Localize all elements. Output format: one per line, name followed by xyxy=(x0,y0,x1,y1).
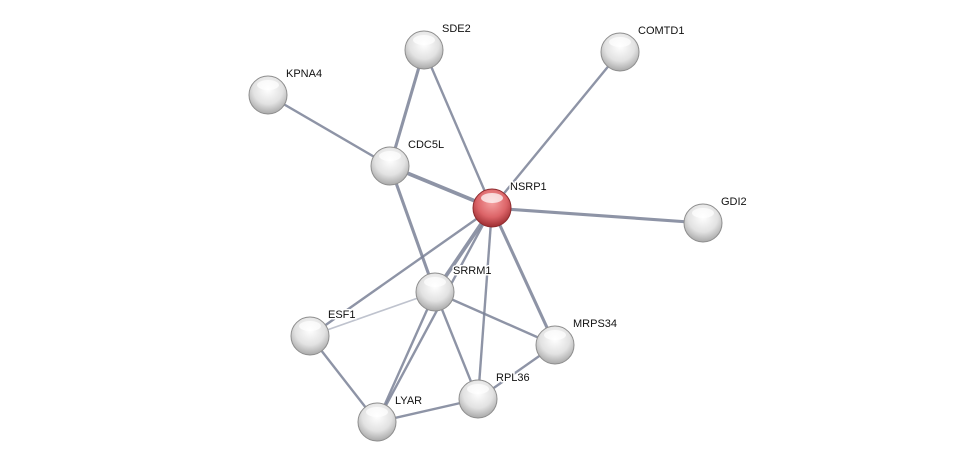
edge-srrm1-lyar[interactable] xyxy=(375,291,437,423)
node-label: SDE2 xyxy=(442,23,471,35)
node-label: SRRM1 xyxy=(453,265,492,277)
edge-sde2-cdc5l[interactable] xyxy=(388,49,426,167)
node-lyar[interactable]: LYAR xyxy=(357,394,424,442)
node-highlight xyxy=(413,35,435,45)
node-sde2[interactable]: SDE2 xyxy=(404,22,472,70)
node-highlight xyxy=(424,277,446,287)
edge-nsrp1-esf1[interactable] xyxy=(309,207,493,337)
node-gdi2[interactable]: GDI2 xyxy=(683,195,748,243)
node-label: KPNA4 xyxy=(286,68,322,80)
edge-sde2-nsrp1[interactable] xyxy=(422,49,494,209)
node-cdc5l[interactable]: CDC5L xyxy=(370,138,446,186)
node-highlight xyxy=(366,407,388,417)
node-label: RPL36 xyxy=(496,372,530,384)
node-kpna4[interactable]: KPNA4 xyxy=(248,67,324,115)
edge-kpna4-cdc5l[interactable] xyxy=(267,93,391,168)
node-mrps34[interactable]: MRPS34 xyxy=(535,317,619,365)
node-highlight xyxy=(467,384,489,394)
edge-nsrp1-lyar[interactable] xyxy=(375,207,494,423)
node-label: GDI2 xyxy=(721,196,747,208)
node-label: LYAR xyxy=(395,395,422,407)
edge-nsrp1-mrps34[interactable] xyxy=(490,207,557,346)
node-highlight xyxy=(379,151,401,161)
edge-srrm1-esf1[interactable] xyxy=(309,291,436,337)
node-label: ESF1 xyxy=(328,309,356,321)
node-label: MRPS34 xyxy=(573,318,617,330)
node-highlight xyxy=(299,321,321,331)
node-label: CDC5L xyxy=(408,139,444,151)
node-highlight xyxy=(481,193,503,203)
edges-layer xyxy=(267,49,704,424)
edge-nsrp1-gdi2[interactable] xyxy=(491,206,704,225)
node-highlight xyxy=(544,330,566,340)
node-nsrp1[interactable]: NSRP1 xyxy=(472,180,548,228)
edge-srrm1-mrps34[interactable] xyxy=(434,290,556,347)
node-highlight xyxy=(692,208,714,218)
edge-comtd1-nsrp1[interactable] xyxy=(491,51,621,209)
node-srrm1[interactable]: SRRM1 xyxy=(415,264,493,312)
edge-nsrp1-rpl36[interactable] xyxy=(476,207,494,400)
node-highlight xyxy=(257,80,279,90)
node-label: COMTD1 xyxy=(638,25,684,37)
edge-cdc5l-srrm1[interactable] xyxy=(388,165,437,293)
node-highlight xyxy=(609,37,631,47)
node-comtd1[interactable]: COMTD1 xyxy=(600,24,686,72)
node-esf1[interactable]: ESF1 xyxy=(290,308,357,356)
node-label: NSRP1 xyxy=(510,181,547,193)
node-rpl36[interactable]: RPL36 xyxy=(458,371,531,419)
